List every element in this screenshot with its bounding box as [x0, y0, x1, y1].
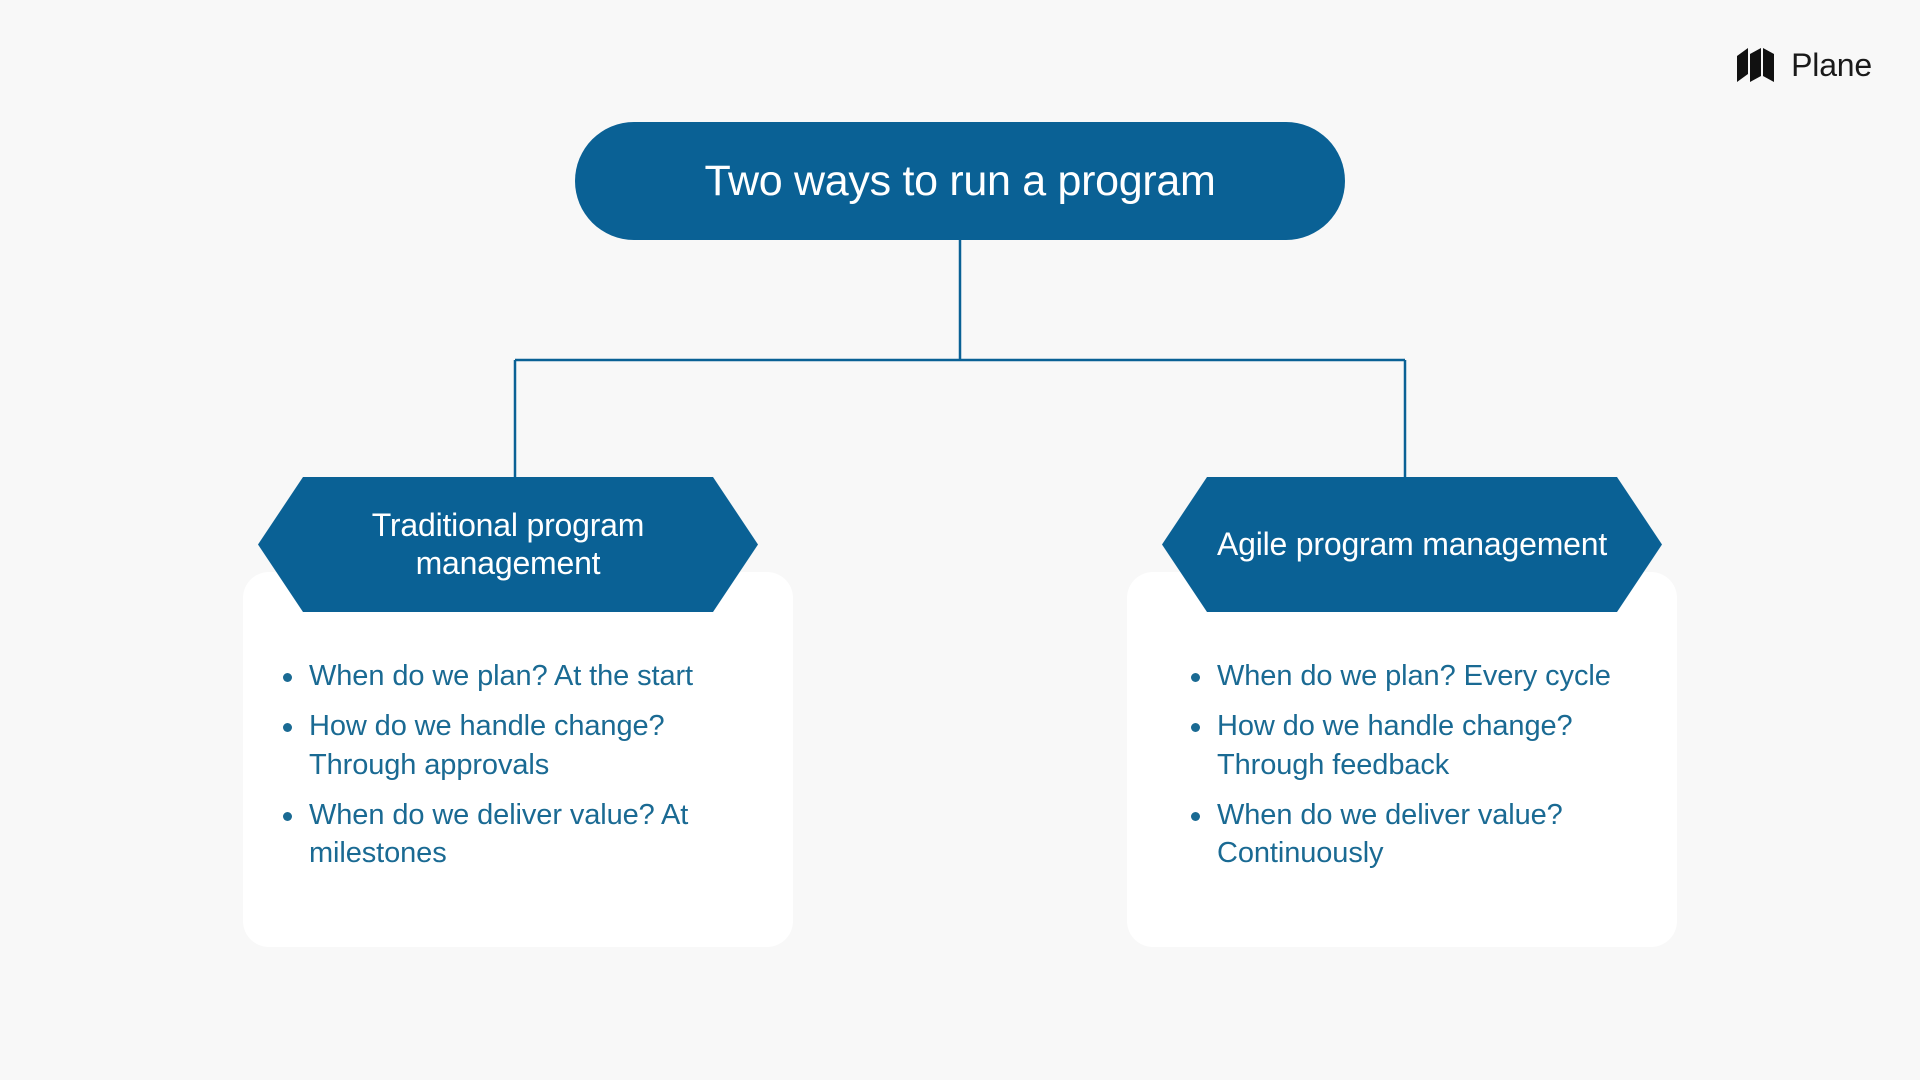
- branch-agile: Agile program management When do we plan…: [1127, 477, 1677, 947]
- list-item: When do we plan? At the start: [283, 657, 753, 695]
- brand-name: Plane: [1791, 47, 1872, 83]
- root-node: Two ways to run a program: [575, 122, 1345, 240]
- list-item: When do we deliver value? At milestones: [283, 796, 753, 873]
- branch-header-hexagon: Traditional program management: [258, 477, 758, 612]
- branch-card: [243, 572, 793, 947]
- list-item: When do we plan? Every cycle: [1191, 657, 1657, 695]
- branch-header-hexagon: Agile program management: [1162, 477, 1662, 612]
- list-item: How do we handle change? Through feedbac…: [1191, 707, 1657, 784]
- root-node-title: Two ways to run a program: [704, 156, 1216, 205]
- branch-header-label: Agile program management: [1216, 525, 1608, 562]
- brand-logo: Plane: [1737, 48, 1872, 82]
- list-item: When do we deliver value? Continuously: [1191, 796, 1657, 873]
- branch-header-label: Traditional program management: [371, 506, 645, 581]
- branch-bullet-list: When do we plan? Every cycle How do we h…: [1127, 612, 1677, 872]
- list-item: How do we handle change? Through approva…: [283, 707, 753, 784]
- branch-traditional: Traditional program management When do w…: [243, 477, 793, 947]
- plane-logo-mark-icon: [1737, 48, 1775, 82]
- branch-bullet-list: When do we plan? At the start How do we …: [243, 612, 793, 872]
- branch-card: [1127, 572, 1677, 947]
